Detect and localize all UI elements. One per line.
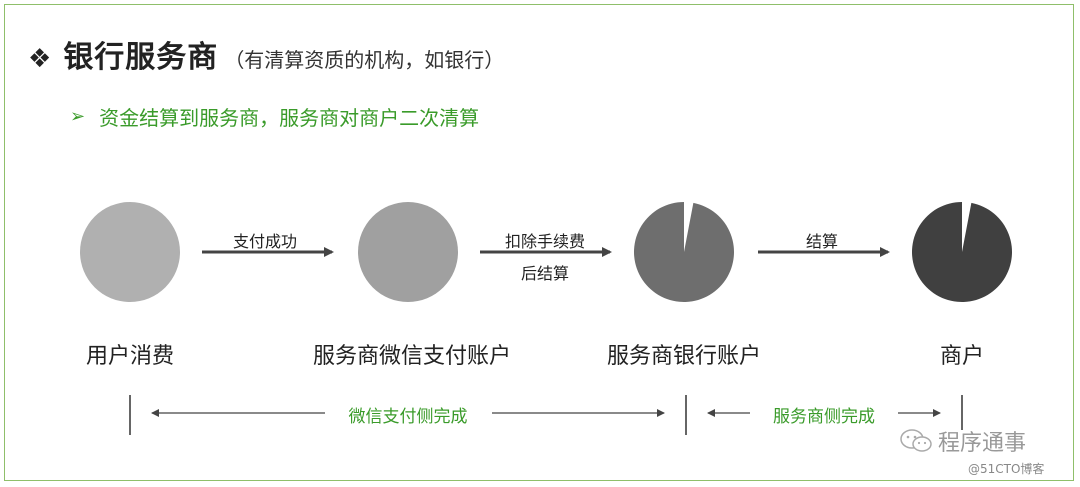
edge-label-1-top: 支付成功 bbox=[232, 232, 298, 251]
edge-label-2-top: 扣除手续费 bbox=[504, 232, 586, 251]
right-arrowhead-icon: ➢ bbox=[70, 106, 86, 127]
page-title: 银行服务商 bbox=[63, 40, 219, 75]
watermark: 程序通事 bbox=[900, 425, 1026, 457]
node-label-user-payment: 用户消费 bbox=[85, 344, 175, 369]
slide-frame bbox=[4, 4, 1074, 481]
diamond-bullet-icon: ❖ bbox=[28, 44, 52, 74]
node-circle-wechat-account bbox=[358, 202, 458, 302]
wechat-icon bbox=[900, 429, 932, 452]
page-subtitle: （有清算资质的机构，如银行） bbox=[224, 48, 505, 72]
node-label-merchant: 商户 bbox=[939, 344, 985, 369]
node-circle-bank-account bbox=[634, 202, 735, 302]
scope-label-provider: 服务商侧完成 bbox=[773, 407, 875, 427]
title-row: ❖ 银行服务商 （有清算资质的机构，如银行） bbox=[28, 32, 504, 76]
edge-label-3-top: 结算 bbox=[805, 232, 839, 251]
source-credit: @51CTO博客 bbox=[968, 462, 1045, 476]
node-label-wechat-account: 服务商微信支付账户 bbox=[312, 344, 512, 369]
subheading-row: ➢ 资金结算到服务商，服务商对商户二次清算 bbox=[70, 102, 479, 131]
node-circle-user-payment bbox=[80, 202, 180, 302]
edge-label-2-bottom: 后结算 bbox=[520, 264, 570, 283]
watermark-text: 程序通事 bbox=[938, 431, 1027, 456]
scope-label-wechat: 微信支付侧完成 bbox=[348, 407, 468, 427]
subheading-text: 资金结算到服务商，服务商对商户二次清算 bbox=[99, 106, 480, 130]
node-label-bank-account: 服务商银行账户 bbox=[606, 344, 762, 369]
node-circle-merchant bbox=[912, 202, 1013, 302]
